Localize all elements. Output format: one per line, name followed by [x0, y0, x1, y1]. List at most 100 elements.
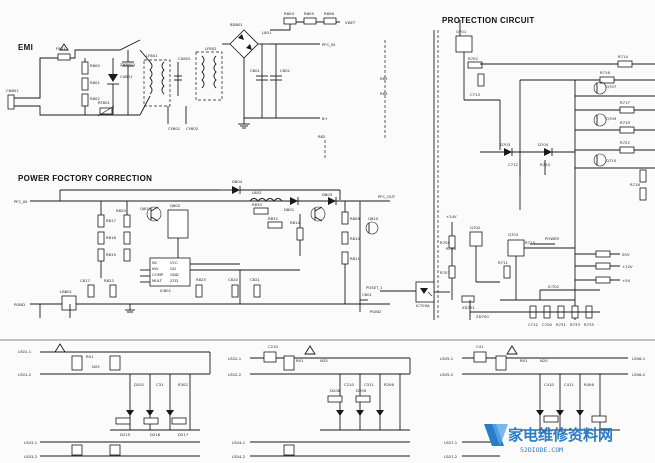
svg-text:ZD700: ZD700: [476, 314, 489, 319]
svg-text:LS06-1: LS06-1: [632, 356, 646, 361]
v12-label: +12V: [622, 264, 633, 269]
svg-text:LB801: LB801: [60, 289, 73, 294]
svg-text:LS03-1: LS03-1: [24, 440, 38, 445]
svg-text:CX802: CX802: [178, 56, 191, 61]
svg-text:Q810: Q810: [368, 216, 379, 221]
svg-text:LS06-2: LS06-2: [632, 372, 646, 377]
svg-text:D704: D704: [538, 142, 549, 147]
svg-text:C31: C31: [156, 382, 164, 387]
s5v-label: S5V: [622, 252, 630, 257]
warning-triangle-icon: [54, 343, 66, 353]
svg-text:VDET: VDET: [345, 20, 356, 25]
svg-text:CX801: CX801: [120, 74, 133, 79]
svg-text:PGND: PGND: [370, 309, 381, 314]
svg-text:C41: C41: [476, 344, 484, 349]
svg-text:R817: R817: [106, 218, 116, 223]
svg-text:LF802: LF802: [205, 46, 217, 51]
emi-heading: EMI: [18, 43, 33, 52]
svg-text:R702: R702: [468, 56, 478, 61]
svg-text:R802: R802: [90, 96, 100, 101]
ls01-2-label: LS01-2: [18, 372, 32, 377]
svg-text:GD: GD: [170, 266, 176, 271]
svg-text:ZNR801: ZNR801: [120, 62, 136, 67]
svg-text:R733: R733: [570, 322, 580, 327]
svg-text:R719: R719: [620, 120, 630, 125]
svg-text:R302: R302: [178, 382, 188, 387]
svg-text:ZCD: ZCD: [170, 278, 178, 283]
svg-text:C801: C801: [250, 68, 260, 73]
svg-text:R83: R83: [380, 76, 388, 81]
svg-text:R707: R707: [440, 270, 450, 275]
pfc-in-label: PFC_IN: [322, 42, 335, 47]
transistor-icon: Q709: [593, 113, 617, 127]
svg-text:R706: R706: [446, 246, 456, 251]
svg-text:R819: R819: [106, 252, 116, 257]
connector-cn801: CN801: [6, 88, 19, 110]
svg-text:R01: R01: [296, 358, 304, 363]
svg-text:R722: R722: [620, 140, 630, 145]
svg-text:PGND: PGND: [14, 302, 25, 307]
svg-text:D801: D801: [284, 207, 295, 212]
svg-text:R825: R825: [196, 277, 206, 282]
b-plus-label: B+: [322, 116, 328, 121]
svg-text:N25: N25: [92, 364, 100, 369]
svg-text:D216: D216: [150, 432, 161, 437]
svg-text:Q709: Q709: [606, 116, 617, 121]
svg-text:R805: R805: [304, 11, 314, 16]
transistor-icon: Q801: [140, 206, 162, 222]
svg-text:R809: R809: [350, 216, 360, 221]
svg-text:R84: R84: [380, 91, 388, 96]
watermark-logo-icon: [484, 424, 508, 446]
transistor-icon: Q707: [593, 81, 617, 95]
svg-text:Q710: Q710: [606, 158, 617, 163]
svg-text:C713: C713: [470, 92, 480, 97]
v5-label: +5V: [622, 278, 631, 283]
svg-text:R812: R812: [290, 220, 300, 225]
pfc-in-input-label: PFC_IN: [14, 199, 27, 204]
v24-label: +24V: [446, 214, 457, 219]
svg-text:Q703: Q703: [508, 232, 519, 237]
svg-text:D804: D804: [232, 179, 243, 184]
fuse-icon: F801: [56, 46, 71, 61]
svg-text:D803: D803: [322, 192, 333, 197]
svg-text:D201: D201: [134, 382, 145, 387]
ground-icon: [125, 304, 135, 313]
svg-text:CY802: CY802: [186, 126, 199, 131]
svg-text:D208: D208: [330, 388, 341, 393]
svg-text:LS03-2: LS03-2: [24, 454, 38, 459]
svg-text:R711: R711: [498, 260, 508, 265]
svg-text:R810: R810: [350, 236, 360, 241]
svg-text:D703: D703: [500, 142, 511, 147]
svg-text:R716: R716: [600, 70, 610, 75]
svg-text:GND: GND: [170, 272, 179, 277]
svg-text:C700: C700: [542, 322, 552, 327]
svg-text:Q707: Q707: [606, 84, 617, 89]
svg-text:R811: R811: [350, 256, 360, 261]
svg-text:LS07-2: LS07-2: [444, 454, 458, 459]
svg-text:R01: R01: [520, 358, 528, 363]
pfc-out-label: PFC_OUT: [378, 194, 396, 199]
svg-text:INV: INV: [152, 266, 159, 271]
svg-text:Q702: Q702: [470, 225, 481, 230]
svg-text:ZD701: ZD701: [462, 305, 475, 310]
optocoupler-icon: IC703A: [415, 281, 435, 308]
svg-text:COMP: COMP: [152, 272, 164, 277]
svg-text:C820: C820: [228, 277, 238, 282]
svg-text:IC702: IC702: [548, 284, 560, 289]
svg-text:C210: C210: [344, 382, 354, 387]
svg-text:R832: R832: [268, 216, 278, 221]
svg-text:C311: C311: [364, 382, 374, 387]
warning-triangle-icon: [304, 345, 316, 355]
svg-text:NC: NC: [152, 260, 158, 265]
svg-text:R823: R823: [104, 278, 114, 283]
svg-text:C817: C817: [80, 278, 90, 283]
transistor-icon: Q710: [593, 153, 617, 167]
transistor-icon: Q810: [365, 216, 379, 235]
svg-text:LS05-1: LS05-1: [440, 356, 454, 361]
svg-text:N25: N25: [540, 358, 548, 363]
transistor-icon: [310, 206, 326, 222]
varistor-icon: RT801: [97, 100, 115, 117]
pfc-controller-ic: NC INV COMP MULT VCC GD GND ZCD IC801: [149, 257, 191, 293]
